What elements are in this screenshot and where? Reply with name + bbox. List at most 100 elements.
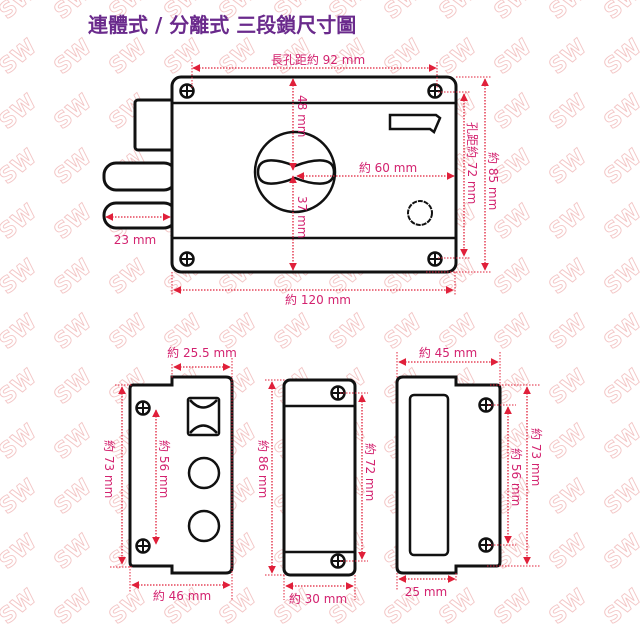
- watermark-mark: SW: [435, 35, 482, 80]
- watermark-mark: SW: [600, 530, 640, 575]
- watermark-mark: SW: [545, 90, 592, 135]
- watermark-mark: SW: [600, 365, 640, 410]
- watermark-mark: SW: [600, 90, 640, 135]
- watermark-mark: SW: [600, 35, 640, 80]
- dim-top-width: 約 25.5 mm: [167, 345, 237, 360]
- dim-height: 約 85 mm: [486, 152, 501, 210]
- watermark-mark: SW: [600, 0, 640, 25]
- dim-hole-spacing: 約 72 mm: [363, 443, 378, 501]
- box-strike: [395, 375, 502, 575]
- box-strike-dimensions: 約 45 mm 約 73 mm 約 56 mm 25 mm: [396, 345, 544, 599]
- watermark-mark: SW: [545, 200, 592, 245]
- watermark-mark: SW: [0, 90, 42, 135]
- screw-icon: [478, 397, 494, 413]
- watermark-mark: SW: [545, 0, 592, 25]
- watermark-mark: SW: [0, 530, 42, 575]
- keyway: [256, 159, 336, 185]
- screw-icon: [427, 251, 443, 267]
- thumb-slot: [388, 113, 442, 134]
- bolt-upper: [102, 161, 178, 192]
- dim-bolt-length: 23 mm: [114, 233, 156, 247]
- watermark-mark: SW: [0, 255, 42, 300]
- latch-block: [133, 98, 177, 152]
- dim-hole-spacing: 約 56 mm: [157, 440, 172, 498]
- middle-plate-dimensions: 約 86 mm 約 72 mm 約 30 mm: [256, 379, 378, 606]
- watermark-mark: SW: [50, 200, 97, 245]
- dim-height: 約 73 mm: [102, 440, 117, 498]
- dim-lower-height: 37 mm: [295, 196, 309, 238]
- screw-icon: [478, 537, 494, 553]
- watermark-mark: SW: [0, 145, 42, 190]
- watermark-mark: SW: [600, 585, 640, 630]
- watermark-mark: SW: [50, 585, 97, 630]
- middle-plate: [282, 378, 357, 577]
- dim-inner-width: 25 mm: [405, 585, 447, 599]
- watermark-mark: SW: [0, 420, 42, 465]
- dim-hole-spacing: 孔距約 72 mm: [465, 122, 480, 204]
- dim-width: 約 46 mm: [153, 588, 211, 603]
- watermark-mark: SW: [105, 310, 152, 355]
- watermark-mark: SW: [215, 585, 262, 630]
- watermark-mark: SW: [545, 310, 592, 355]
- watermark-mark: SW: [380, 35, 427, 80]
- watermark-mark: SW: [490, 90, 537, 135]
- watermark-mark: SW: [50, 145, 97, 190]
- bolt-hole: [187, 456, 221, 490]
- screw-icon: [135, 400, 151, 416]
- dim-width: 約 30 mm: [289, 591, 347, 606]
- watermark-mark: SW: [545, 530, 592, 575]
- dim-center-to-edge: 約 60 mm: [359, 160, 417, 175]
- watermark-mark: SW: [545, 145, 592, 190]
- knob-icon: [407, 200, 433, 226]
- watermark-mark: SW: [545, 365, 592, 410]
- watermark-mark: SW: [490, 255, 537, 300]
- main-lock-dimensions: 長孔距約 92 mm 48 mm 37 mm 約 60 mm 孔距約 72 mm…: [105, 52, 501, 307]
- watermark-mark: SW: [105, 35, 152, 80]
- strike-plate-dimensions: 約 25.5 mm 約 73 mm 約 56 mm 約 46 mm: [102, 345, 237, 603]
- inner-opening: [408, 393, 450, 557]
- watermark-mark: SW: [105, 255, 152, 300]
- watermark-mark: SW: [50, 90, 97, 135]
- dim-long-hole-spacing: 長孔距約 92 mm: [271, 52, 365, 67]
- bolt-lower: [102, 201, 178, 230]
- dim-height: 約 73 mm: [529, 428, 544, 486]
- screw-icon: [135, 538, 151, 554]
- watermark-mark: SW: [545, 585, 592, 630]
- watermark-mark: SW: [325, 310, 372, 355]
- latch-hole: [186, 396, 221, 437]
- watermark-mark: SW: [0, 310, 42, 355]
- bolt-hole: [187, 509, 221, 543]
- dim-upper-height: 48 mm: [295, 95, 309, 137]
- watermark-mark: SW: [0, 475, 42, 520]
- watermark-mark: SW: [160, 35, 207, 80]
- watermark-mark: SW: [600, 475, 640, 520]
- watermark-mark: SW: [50, 475, 97, 520]
- dim-width: 約 120 mm: [285, 292, 351, 307]
- watermark-mark: SW: [50, 365, 97, 410]
- watermark-mark: SW: [50, 35, 97, 80]
- watermark-mark: SW: [380, 0, 427, 25]
- watermark-mark: SW: [105, 585, 152, 630]
- watermark-mark: SW: [50, 310, 97, 355]
- strike-plate: [128, 375, 234, 575]
- watermark-mark: SW: [490, 35, 537, 80]
- screw-icon: [427, 83, 443, 99]
- watermark-mark: SW: [600, 145, 640, 190]
- watermark-mark: SW: [545, 420, 592, 465]
- watermark-mark: SW: [490, 0, 537, 25]
- watermark-mark: SW: [600, 420, 640, 465]
- watermark-mark: SW: [435, 0, 482, 25]
- watermark-mark: SW: [50, 255, 97, 300]
- screw-icon: [330, 553, 346, 569]
- watermark-mark: SW: [600, 255, 640, 300]
- watermark-mark: SW: [270, 310, 317, 355]
- watermark-mark: SW: [0, 0, 42, 25]
- dim-width: 約 45 mm: [419, 345, 477, 360]
- watermark-mark: SW: [600, 200, 640, 245]
- watermark-mark: SW: [0, 365, 42, 410]
- watermark-mark: SW: [490, 310, 537, 355]
- watermark-mark: SW: [0, 585, 42, 630]
- watermark-mark: SW: [545, 255, 592, 300]
- dim-height: 約 86 mm: [256, 440, 271, 498]
